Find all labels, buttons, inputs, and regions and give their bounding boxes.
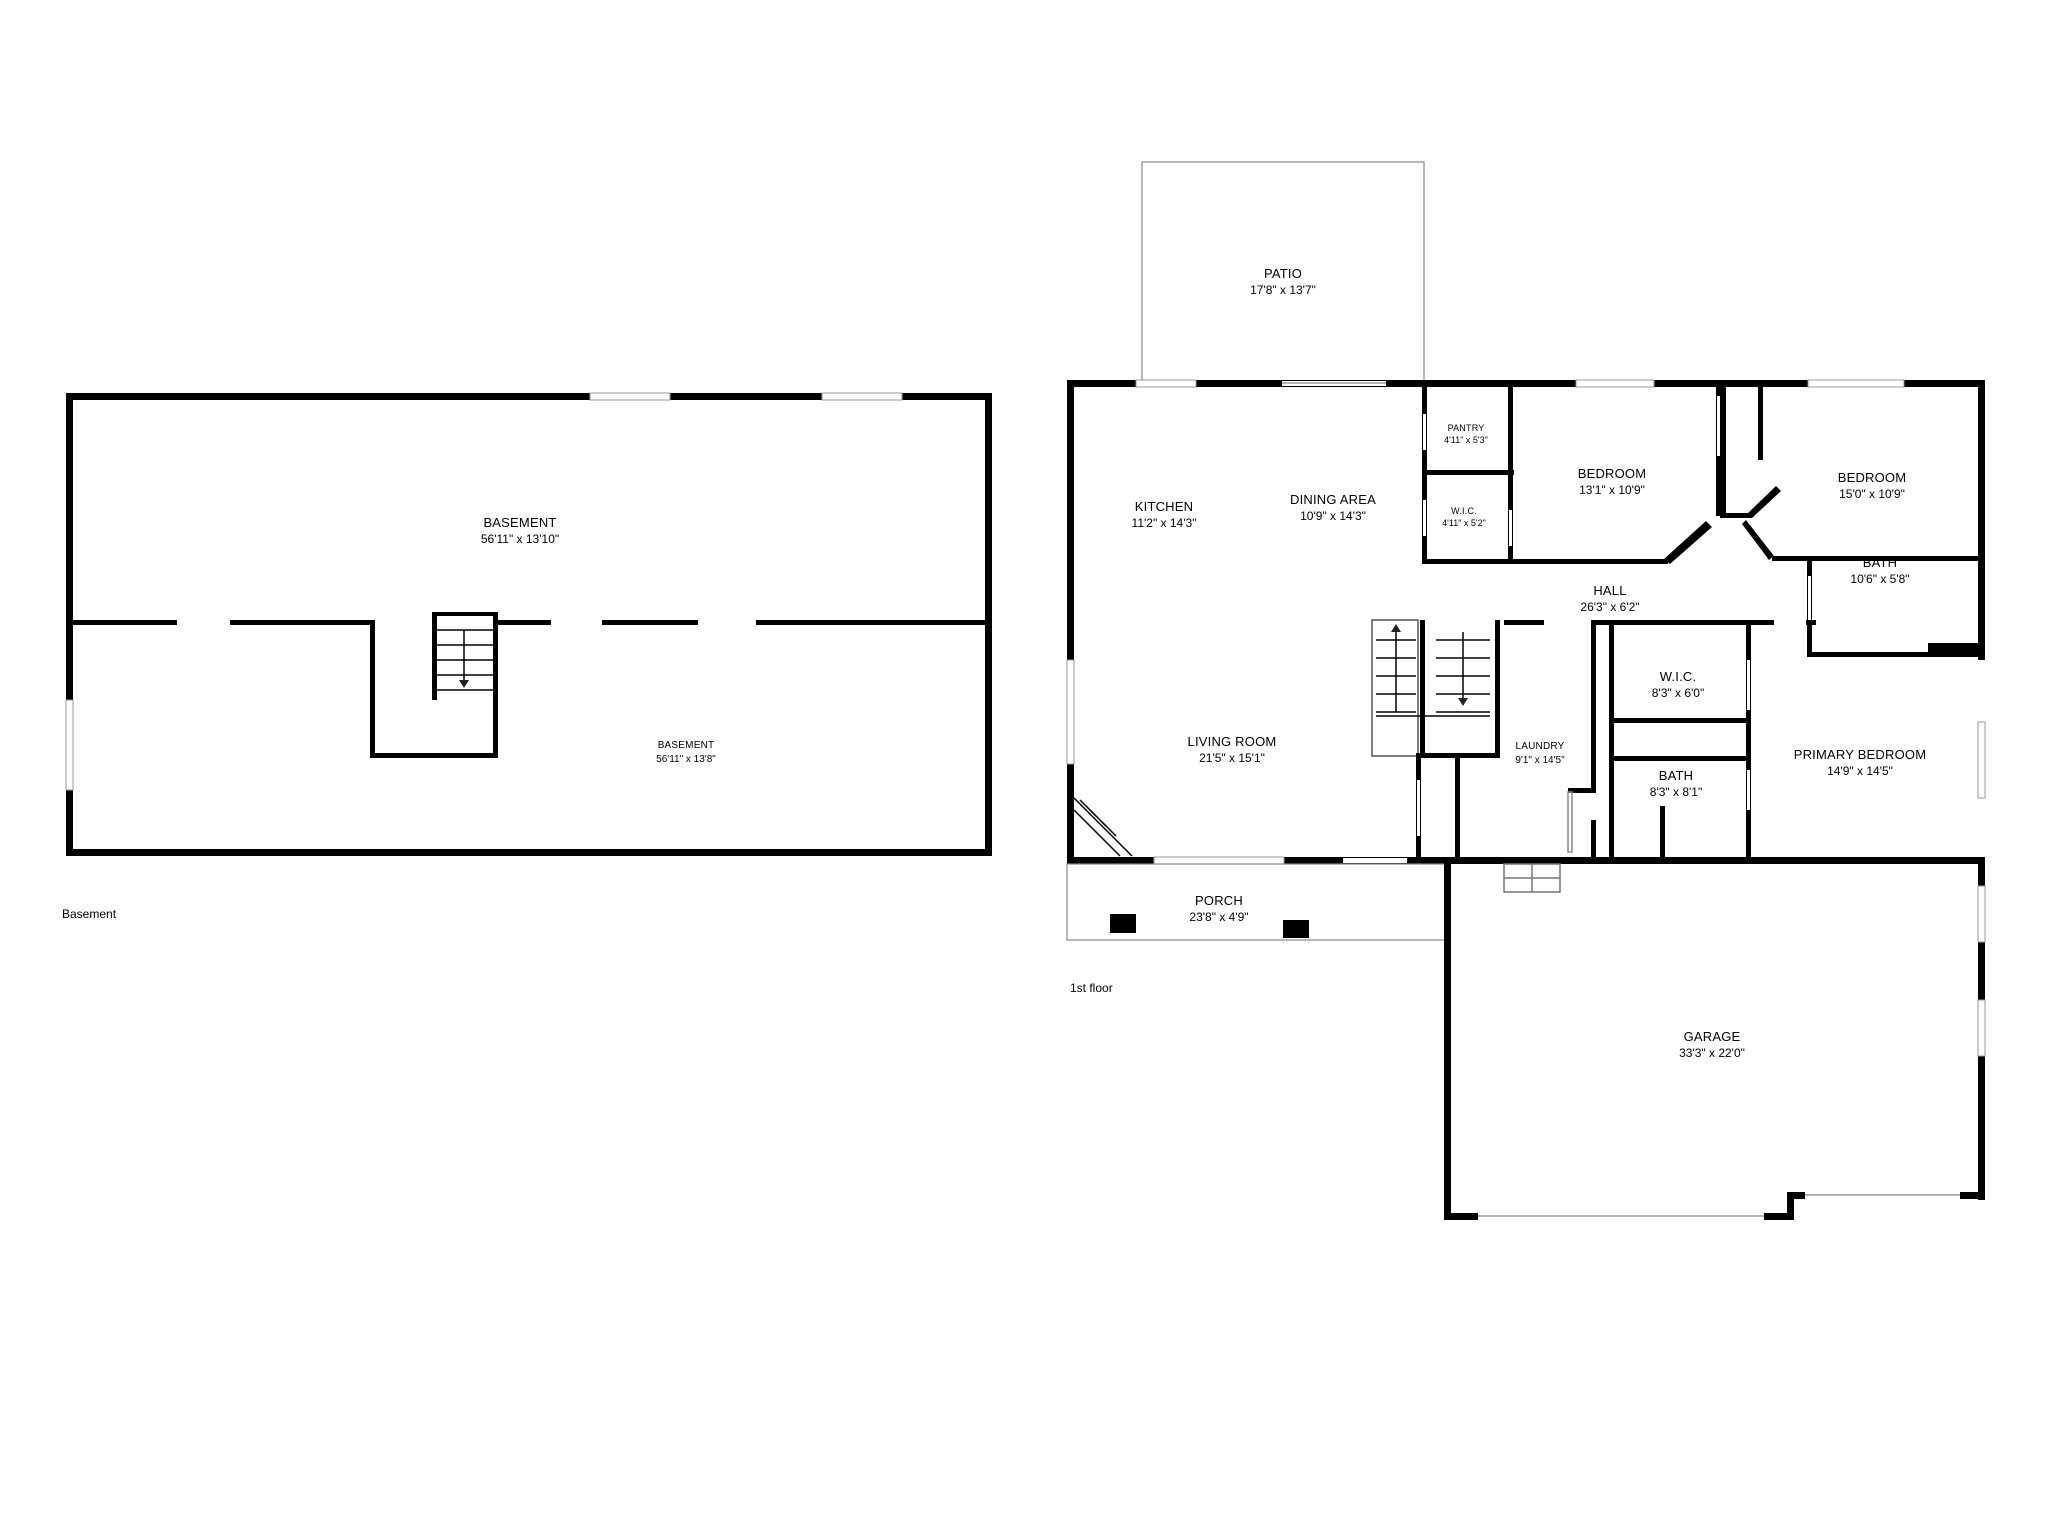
room-dims-patio: 17'8" x 13'7" bbox=[1250, 283, 1316, 297]
room-name-basement-upper: BASEMENT bbox=[483, 515, 556, 530]
room-dims-primary-bedroom: 14'9" x 14'5" bbox=[1827, 764, 1893, 778]
room-name-dining-area: DINING AREA bbox=[1290, 492, 1376, 507]
room-dims-laundry: 9'1" x 14'5" bbox=[1515, 755, 1565, 766]
room-dims-living-room: 21'5" x 15'1" bbox=[1199, 751, 1265, 765]
room-dims-wic-small: 4'11" x 5'2" bbox=[1442, 518, 1486, 528]
room-name-bedroom-1: BEDROOM bbox=[1578, 466, 1647, 481]
room-dims-bath-2: 8'3" x 8'1" bbox=[1650, 785, 1702, 799]
stairwell bbox=[1371, 619, 1500, 758]
room-dims-bath-1: 10'6" x 5'8" bbox=[1850, 572, 1909, 586]
basement-plan bbox=[65, 392, 992, 856]
room-name-kitchen: KITCHEN bbox=[1135, 499, 1193, 514]
room-dims-pantry: 4'11" x 5'3" bbox=[1444, 435, 1488, 445]
room-name-porch: PORCH bbox=[1195, 893, 1243, 908]
room-dims-hall: 26'3" x 6'2" bbox=[1580, 600, 1639, 614]
room-name-bath-1: BATH bbox=[1863, 555, 1898, 570]
room-name-hall: HALL bbox=[1593, 583, 1626, 598]
floor-label-basement: Basement bbox=[62, 907, 117, 921]
room-name-garage: GARAGE bbox=[1684, 1029, 1741, 1044]
room-name-basement-lower: BASEMENT bbox=[658, 740, 715, 751]
room-name-wic-primary: W.I.C. bbox=[1660, 669, 1697, 684]
room-dims-basement-upper: 56'11" x 13'10" bbox=[481, 532, 559, 546]
room-name-wic-small: W.I.C. bbox=[1451, 506, 1477, 516]
room-name-bedroom-2: BEDROOM bbox=[1838, 470, 1907, 485]
room-name-patio: PATIO bbox=[1264, 266, 1302, 281]
room-dims-garage: 33'3" x 22'0" bbox=[1679, 1046, 1745, 1060]
room-dims-wic-primary: 8'3" x 6'0" bbox=[1652, 686, 1704, 700]
floor-label-first: 1st floor bbox=[1070, 981, 1113, 995]
first-floor-plan bbox=[1066, 161, 1986, 1220]
room-name-living-room: LIVING ROOM bbox=[1188, 734, 1277, 749]
room-name-pantry: PANTRY bbox=[1448, 423, 1485, 433]
room-name-laundry: LAUNDRY bbox=[1515, 741, 1564, 752]
room-dims-basement-lower: 56'11" x 13'8" bbox=[656, 754, 716, 765]
room-dims-bedroom-2: 15'0" x 10'9" bbox=[1839, 487, 1905, 501]
room-name-primary-bedroom: PRIMARY BEDROOM bbox=[1794, 747, 1927, 762]
room-name-bath-2: BATH bbox=[1659, 768, 1694, 783]
room-dims-porch: 23'8" x 4'9" bbox=[1189, 910, 1248, 924]
room-dims-dining-area: 10'9" x 14'3" bbox=[1300, 509, 1366, 523]
room-dims-bedroom-1: 13'1" x 10'9" bbox=[1579, 483, 1645, 497]
room-dims-kitchen: 11'2" x 14'3" bbox=[1132, 516, 1197, 530]
